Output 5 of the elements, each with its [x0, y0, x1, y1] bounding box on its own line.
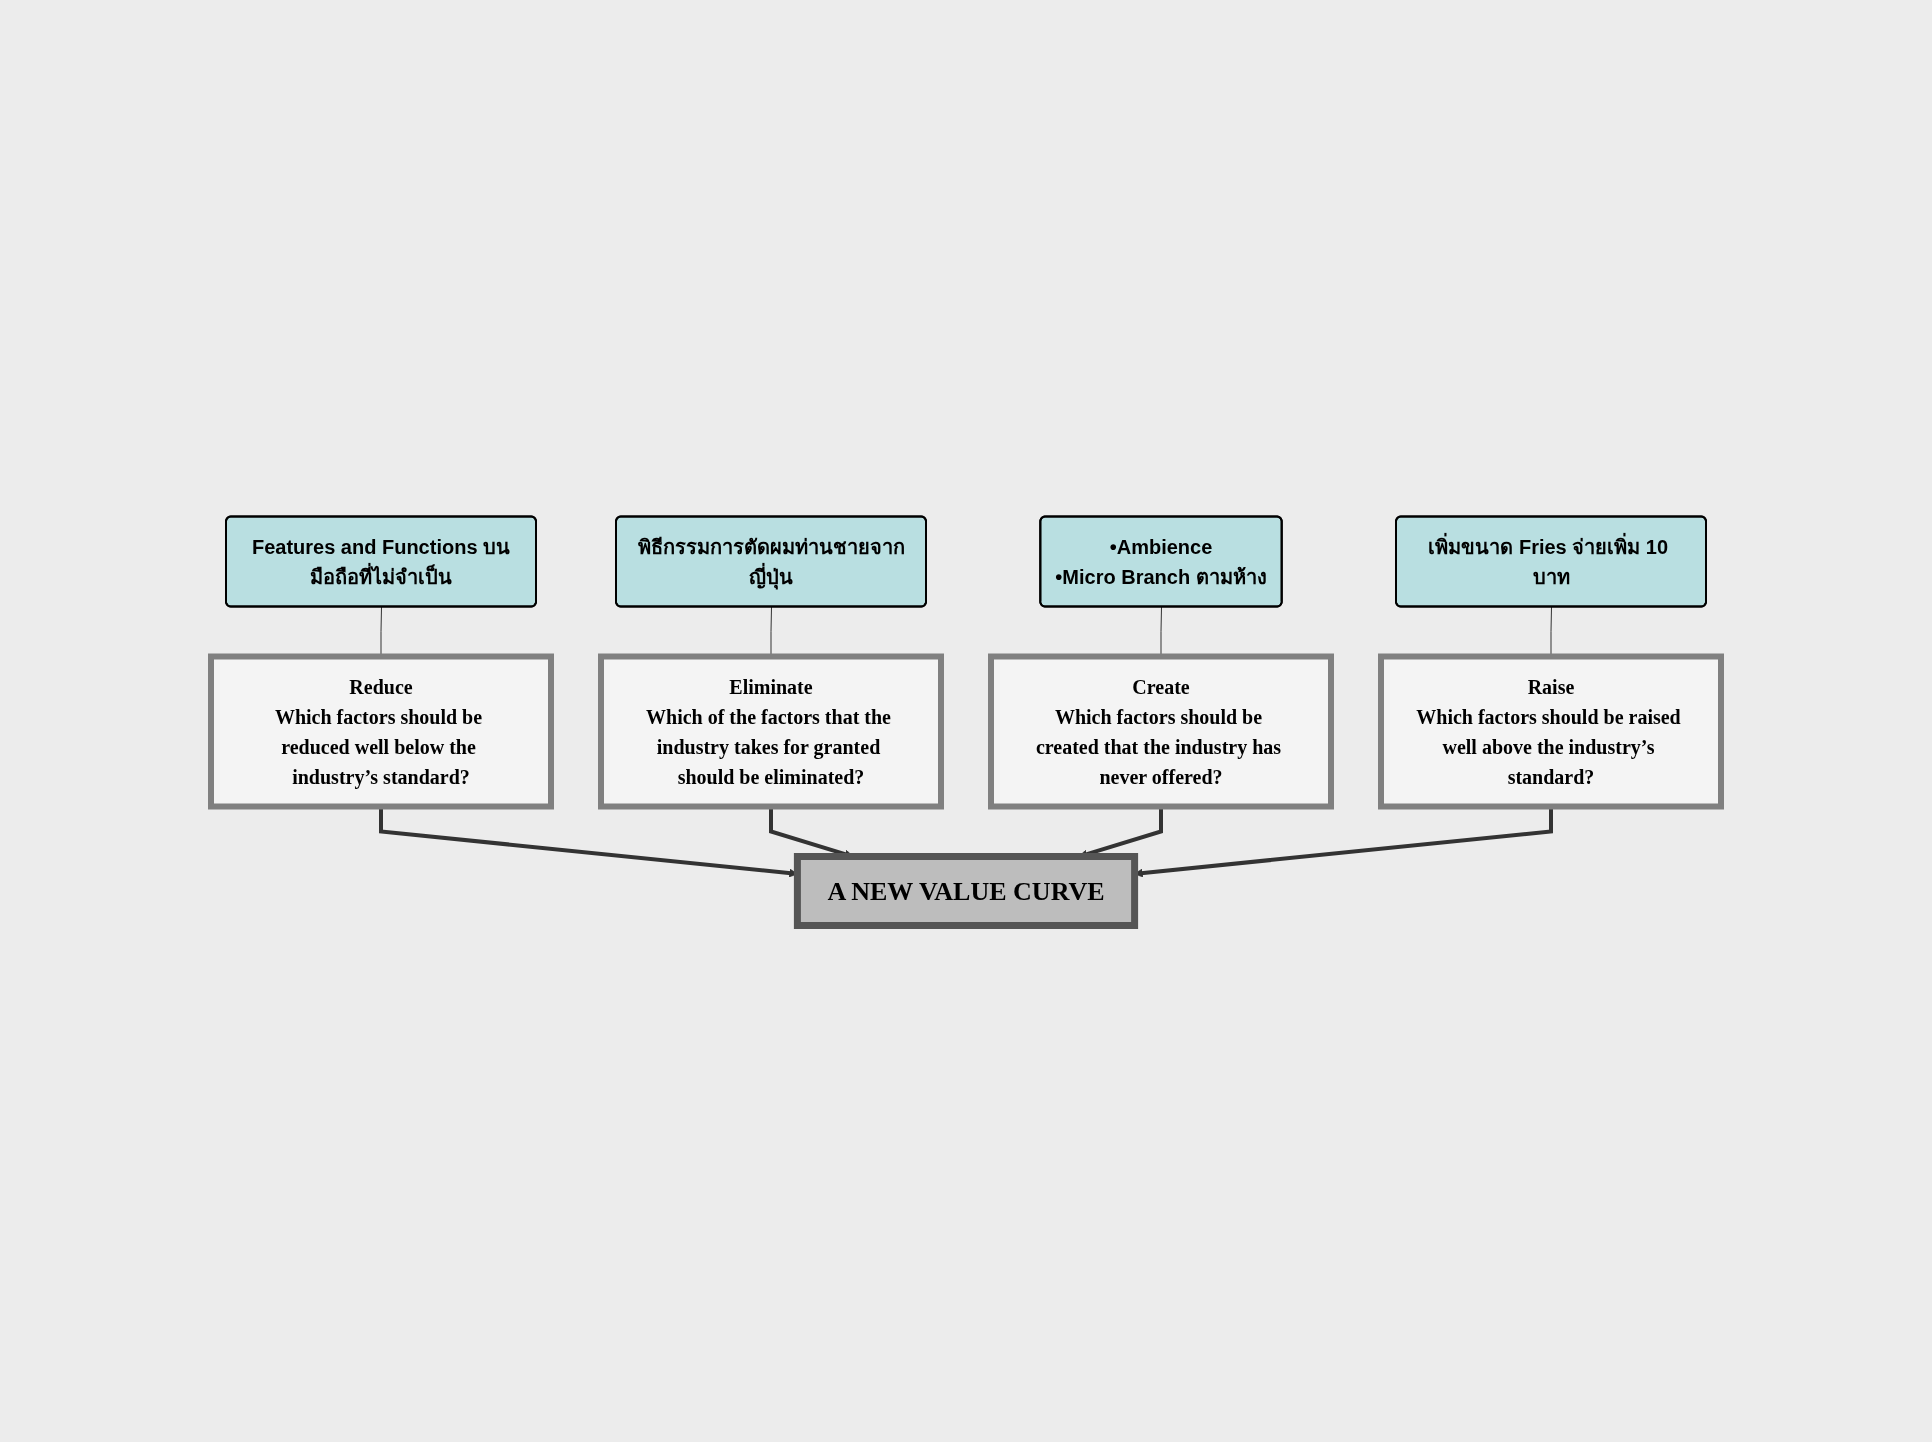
node-box: A NEW VALUE CURVE: [793, 853, 1139, 929]
node-box: Raise Which factors should be raised well above the industry’s standard?: [1378, 653, 1724, 810]
node-box: Create Which factors should be created that the industry has never offered?: [988, 653, 1334, 810]
node-box: Reduce Which factors should be reduced well below the industry’s standard?: [208, 653, 554, 810]
node-box: Eliminate Which of the factors that the industry takes for granted should be eliminated?: [598, 653, 944, 810]
